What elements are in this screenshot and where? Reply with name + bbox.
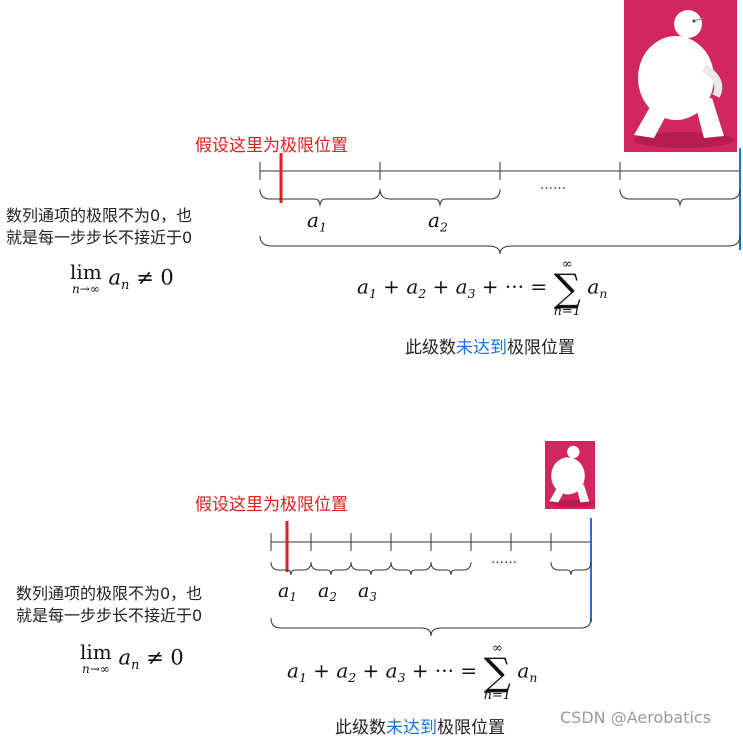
brace — [311, 562, 351, 575]
brace — [351, 562, 391, 575]
term-label-a1: a1 — [278, 580, 297, 604]
brace — [431, 562, 471, 575]
number-line-diagram-1 — [0, 0, 743, 300]
brace-a1 — [260, 189, 380, 206]
term-label-a1: a1 — [307, 208, 327, 234]
brace-sum — [260, 236, 740, 254]
term-label-a3: a3 — [358, 580, 377, 604]
walking-figure-avatar-icon — [545, 441, 595, 509]
watermark-text: CSDN @Aerobatics — [560, 708, 711, 727]
number-line-diagram-2 — [0, 500, 743, 650]
term-label-a2: a2 — [318, 580, 337, 604]
brace-sum — [271, 618, 591, 636]
brace — [391, 562, 431, 575]
brace-a4 — [620, 189, 740, 206]
description-text: 数列通项的极限不为0，也 就是每一步步长不接近于0 — [16, 583, 202, 627]
ellipsis-dots: …… — [540, 178, 566, 193]
brace — [271, 562, 311, 575]
description-text: 数列通项的极限不为0，也 就是每一步步长不接近于0 — [6, 205, 192, 249]
series-caption: 此级数未达到极限位置 — [335, 713, 505, 738]
brace-a2 — [380, 189, 500, 206]
series-sum-expression: a1 + a2 + a3 + ··· = ∞∑n=1 an — [357, 258, 607, 318]
term-label-a2: a2 — [428, 208, 448, 234]
series-caption: 此级数未达到极限位置 — [405, 333, 575, 358]
brace — [551, 562, 591, 575]
ellipsis-dots: …… — [491, 552, 517, 567]
series-sum-expression: a1 + a2 + a3 + ··· = ∞∑n=1 an — [287, 642, 537, 702]
